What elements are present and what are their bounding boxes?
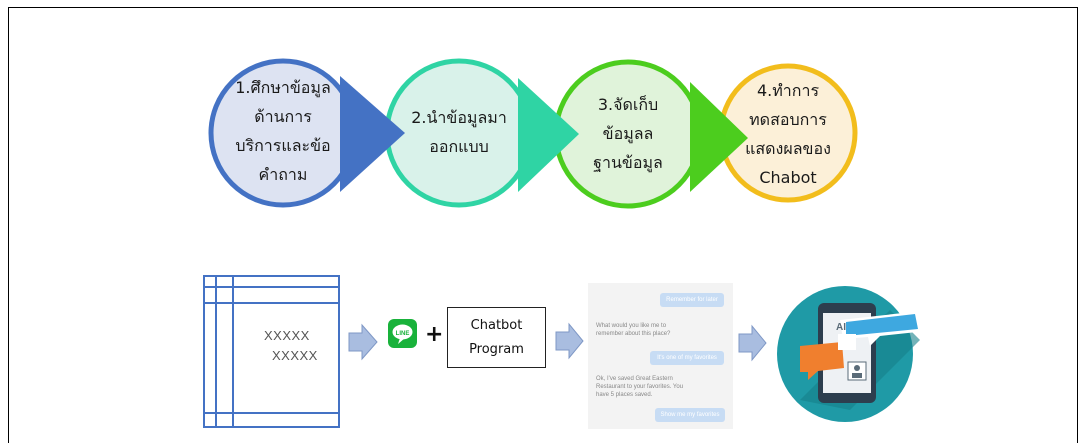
svg-text:LINE: LINE [396,331,410,337]
stage-2-shape [384,58,579,208]
figure-frame [8,7,1078,443]
chatbot-box-line1: Chatbot [470,317,523,333]
chat-bubble-user-3: Show me my favorites [655,408,725,422]
ai-chat-illustration [777,286,920,422]
stage-3-shape [553,59,748,209]
stage-1-shape [208,58,405,208]
chatbot-box-line2: Program [469,341,524,357]
flow-arrow-3 [738,324,767,362]
stage-4-label: 4.ทำการ ทดสอบการ แสดงผลของ Chabot [745,81,831,187]
stage-3-label: 3.จัดเก็บ ข้อมูลล ฐานข้อมูล [593,95,663,172]
chat-bot-message-2: Ok, I've saved Great Eastern Restaurant … [596,376,684,398]
flow-arrow-1 [348,323,378,361]
table-placeholder-2: XXXXX [272,348,318,363]
stage-2-label: 2.นำข้อมูลมา ออกแบบ [411,108,507,156]
chat-bubble-user-1: Remember for later [660,293,724,307]
flow-arrow-2 [555,322,584,360]
chat-bubble-user-2: It's one of my favorites [650,351,724,365]
chatbot-program-box: Chatbot Program [447,307,546,368]
chat-bot-message-1: What would you like me to remember about… [596,323,671,337]
table-mockup [203,275,340,428]
plus-sign: + [425,322,444,347]
line-app-icon: LINE [388,319,417,348]
table-placeholder-1: XXXXX [264,328,310,343]
ai-label: AI [836,322,846,333]
stage-1-label: 1.ศึกษาข้อมูล ด้านการ บริการและข้อ คำถาม [235,78,331,184]
